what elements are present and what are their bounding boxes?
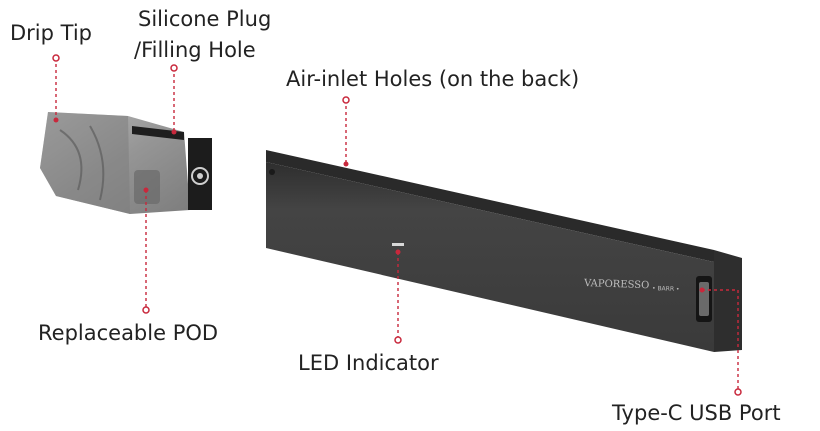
label-led-indicator: LED Indicator <box>298 351 439 375</box>
label-air-inlet: Air-inlet Holes (on the back) <box>286 67 580 91</box>
label-replaceable-pod: Replaceable POD <box>38 321 219 345</box>
device-model-text: • BARR • <box>652 285 680 293</box>
battery-body <box>266 150 742 352</box>
label-silicone-plug: Silicone Plug <box>138 7 272 31</box>
leader-end-dots <box>53 117 705 293</box>
leader-dots <box>52 54 742 396</box>
replaceable-pod <box>40 112 212 214</box>
label-filling-hole: /Filling Hole <box>134 38 256 62</box>
leader-lines <box>55 58 739 392</box>
usb-leader <box>702 289 739 392</box>
device-brand-text: VAPORESSO <box>583 278 650 291</box>
label-drip-tip: Drip Tip <box>10 21 92 45</box>
label-usb-port: Type-C USB Port <box>612 401 781 425</box>
